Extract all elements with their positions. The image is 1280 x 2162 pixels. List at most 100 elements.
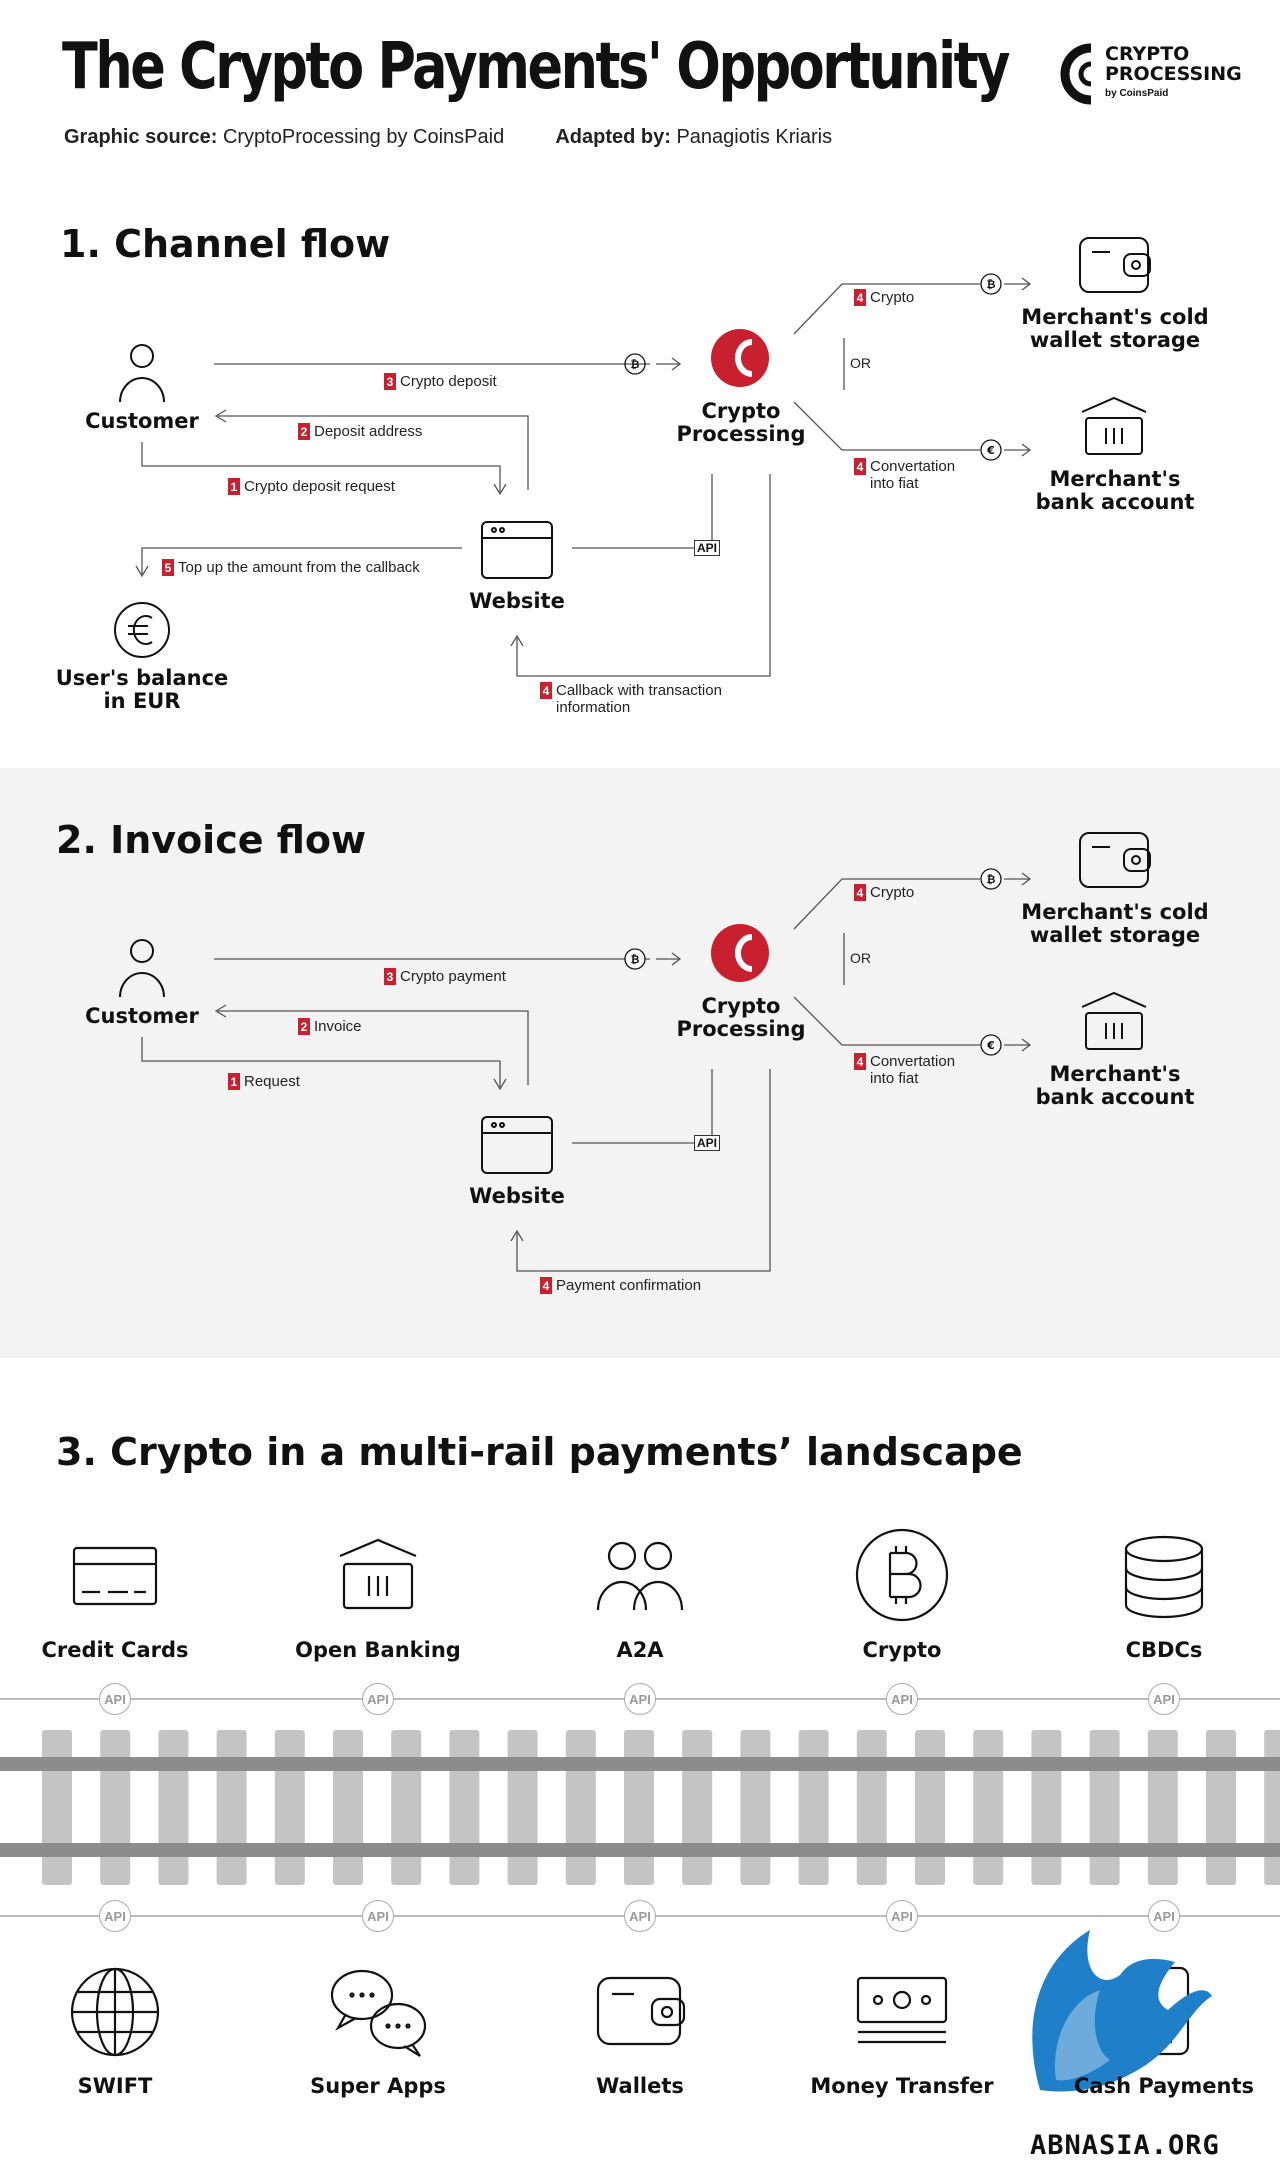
balance-label-line-1: User's balance <box>55 666 229 690</box>
cold-wallet-label: Merchant's cold wallet storage <box>1020 306 1210 352</box>
api-marker: API <box>886 1900 918 1932</box>
svg-text:€: € <box>986 1039 995 1052</box>
page-title: The Crypto Payments' Opportunity <box>62 30 1010 104</box>
step-text: Convertation <box>870 458 956 475</box>
step-num: 4 <box>854 458 866 475</box>
rail-label-money-transfer: Money Transfer <box>810 2074 994 2098</box>
api-marker: API <box>886 1683 918 1715</box>
rail-label-crypto: Crypto <box>862 1638 942 1662</box>
rail-sleeper <box>42 1730 72 1885</box>
logo-line-1: CRYPTO <box>1105 43 1190 65</box>
step-text: Crypto payment <box>400 968 506 985</box>
step-num: 2 <box>298 423 310 440</box>
source-label: Graphic source: <box>64 126 218 148</box>
website-label: Website <box>469 589 565 613</box>
svg-text:€: € <box>986 444 995 457</box>
processor-label-line-1: Crypto <box>701 994 781 1018</box>
processor-label-line-2: Processing <box>676 422 806 446</box>
step-num: 4 <box>540 1277 552 1294</box>
step-num: 2 <box>298 1018 310 1035</box>
processor-label-line-2: Processing <box>676 1017 806 1041</box>
rail-sleeper <box>100 1730 131 1885</box>
api-marker: API <box>1148 1900 1180 1932</box>
step-text: Top up the amount from the callback <box>178 559 420 576</box>
svg-text:₿: ₿ <box>987 873 996 886</box>
cold-wallet-line-1: Merchant's cold <box>1021 900 1209 924</box>
bank-icon <box>1081 991 1147 1050</box>
customer-label: Customer <box>85 1004 199 1028</box>
rail-label-swift: SWIFT <box>77 2074 153 2098</box>
rail-label-credit-cards: Credit Cards <box>41 1638 189 1662</box>
watermark-text: ABNASIA.ORG <box>1030 2130 1220 2161</box>
step-num: 4 <box>854 884 866 901</box>
step-text: Crypto <box>870 884 915 901</box>
or-label: OR <box>850 950 871 966</box>
step-num: 3 <box>384 968 396 985</box>
step-text: Invoice <box>314 1018 362 1035</box>
step-text: Callback with transaction <box>556 682 722 699</box>
processor-label: Crypto Processing <box>666 400 816 446</box>
website-label: Website <box>469 1184 565 1208</box>
svg-text:₿: ₿ <box>631 953 640 966</box>
customer-label: Customer <box>85 409 199 433</box>
rail-sleeper <box>1264 1730 1280 1885</box>
api-marker: API <box>362 1900 394 1932</box>
rail-sleeper <box>274 1730 305 1885</box>
customer-icon <box>119 344 165 403</box>
step-num: 1 <box>228 478 240 495</box>
bank-icon <box>339 1538 417 1610</box>
credit-card-icon <box>72 1546 158 1606</box>
cryptoprocessing-logo-icon <box>1060 43 1092 105</box>
api-marker: API <box>624 1683 656 1715</box>
cold-wallet-line-2: wallet storage <box>1029 923 1201 947</box>
rail-sleeper <box>915 1730 945 1885</box>
crypto-processing-icon <box>711 329 769 387</box>
chat-icon <box>330 1969 427 2057</box>
step-num: 4 <box>854 1053 866 1070</box>
step-text-2: into fiat <box>870 1070 919 1087</box>
svg-text:₿: ₿ <box>631 358 640 371</box>
cold-wallet-line-1: Merchant's cold <box>1021 305 1209 329</box>
step-num: 3 <box>384 373 396 390</box>
database-icon <box>1124 1535 1204 1619</box>
processor-label: Crypto Processing <box>666 995 816 1041</box>
logo-text: CRYPTO PROCESSING <box>1105 44 1242 84</box>
website-icon <box>481 521 553 579</box>
logo-subtitle: by CoinsPaid <box>1105 88 1169 99</box>
rail-label-a2a: A2A <box>616 1638 664 1662</box>
step-text-2: into fiat <box>870 475 919 492</box>
balance-label-line-2: in EUR <box>103 689 181 713</box>
rail-sleeper <box>1089 1730 1120 1885</box>
step-text: Deposit address <box>314 423 423 440</box>
rail-sleeper <box>1206 1730 1236 1885</box>
rail-label-cash-payments: Cash Payments <box>1074 2074 1254 2098</box>
rail-sleeper <box>333 1730 363 1885</box>
abnasia-bird-logo-icon <box>1032 1930 1212 2092</box>
balance-label: User's balance in EUR <box>52 667 232 713</box>
wallet-icon <box>1079 237 1151 293</box>
svg-text:₿: ₿ <box>987 278 996 291</box>
bank-icon <box>1081 396 1147 455</box>
credits: Graphic source: CryptoProcessing by Coin… <box>64 126 832 149</box>
api-tag: API <box>694 1135 721 1151</box>
banknote-icon <box>856 1976 948 2044</box>
bank-line-2: bank account <box>1035 1085 1195 1109</box>
invoice-flow-diagram: ₿ ₿ € <box>119 832 1151 1272</box>
section-3-title: 3. Crypto in a multi-rail payments’ land… <box>56 1430 1023 1474</box>
rail-label-cbdcs: CBDCs <box>1125 1638 1203 1662</box>
api-marker: API <box>1148 1683 1180 1715</box>
customer-icon <box>119 939 165 998</box>
rail-sleeper <box>798 1730 829 1885</box>
step-num: 1 <box>228 1073 240 1090</box>
channel-flow-diagram: ₿ ₿ € <box>114 237 1151 677</box>
bank-line-1: Merchant's <box>1049 1062 1181 1086</box>
bank-account-label: Merchant's bank account <box>1020 468 1210 514</box>
